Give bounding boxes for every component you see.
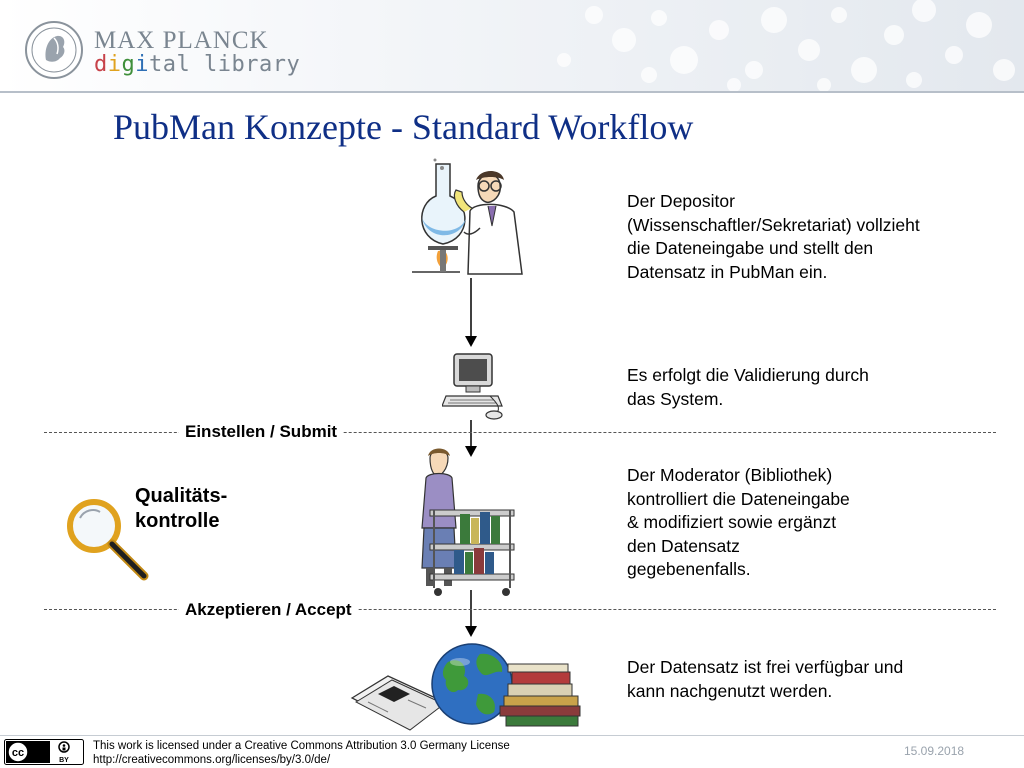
cc-badge-by: BY (59, 757, 69, 764)
publication-illustration (350, 643, 581, 731)
brand-letter: i (107, 52, 122, 77)
brand-letter: i (217, 52, 232, 77)
flow-arrow (465, 278, 477, 347)
step-text-release: Der Datensatz ist frei verfügbar und kan… (627, 657, 904, 701)
step-text-depositor: Der Depositor (Wissenschaftler/Sekretari… (627, 191, 920, 282)
stage-label-accept: Akzeptieren / Accept (179, 600, 358, 620)
brand-name: MAX PLANCK (94, 27, 269, 54)
brand-letter: i (135, 52, 149, 77)
slide-header: MAX PLANCK digital library (0, 0, 1024, 92)
brand-letter (190, 52, 204, 77)
stage-divider-submit (44, 432, 996, 433)
stage-label-submit: Einstellen / Submit (179, 422, 344, 442)
max-planck-seal-icon (25, 21, 83, 79)
license-text: This work is licensed under a Creative C… (93, 740, 510, 752)
brand-letter: a (259, 52, 273, 77)
brand-letter: a (162, 52, 177, 77)
brand-letter: b (231, 52, 246, 77)
magnifier-icon (67, 499, 149, 581)
brand-letter: l (176, 52, 191, 77)
brand-letter: t (149, 52, 163, 77)
license-url[interactable]: http://creativecommons.org/licenses/by/3… (93, 754, 331, 766)
brand-letter: r (245, 52, 259, 77)
flow-arrow (465, 420, 477, 457)
brand-letter: r (272, 52, 287, 77)
slide-title: PubMan Konzepte - Standard Workflow (113, 107, 694, 147)
librarian-illustration (421, 448, 515, 596)
brand-letter: l (204, 52, 218, 77)
slide-date: 15.09.2018 (904, 744, 965, 758)
step-text-moderator: Der Moderator (Bibliothek) kontrolliert … (627, 465, 850, 579)
flow-arrow (465, 590, 477, 637)
scientist-illustration (412, 158, 523, 275)
stage-divider-accept (44, 609, 996, 610)
footer-divider (0, 735, 1024, 736)
step-text-validation: Es erfolgt die Validierung durch das Sys… (627, 365, 869, 409)
quality-control-label: Qualitäts- kontrolle (135, 485, 228, 532)
brand-letter: y (286, 52, 301, 77)
brand-subtitle: digital library (94, 52, 300, 77)
cc-badge-cc: cc (12, 747, 24, 759)
brand-letter: d (94, 52, 108, 77)
creative-commons-badge-icon: cc BY (4, 739, 84, 765)
header-divider (0, 91, 1024, 93)
computer-icon (442, 353, 503, 420)
header-pattern (557, 0, 1015, 92)
brand-letter: g (121, 52, 136, 77)
